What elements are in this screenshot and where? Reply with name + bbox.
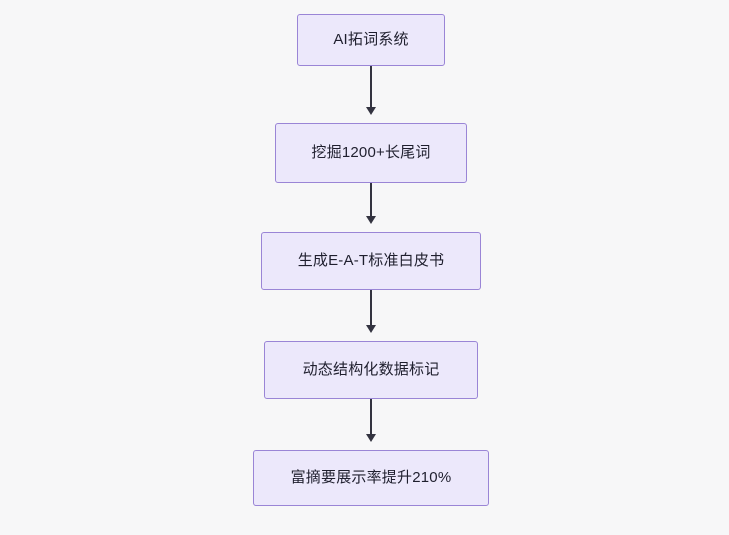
flow-node-label: 挖掘1200+长尾词 xyxy=(311,144,431,161)
flow-node-label: 富摘要展示率提升210% xyxy=(290,469,452,486)
flow-node-label: AI拓词系统 xyxy=(333,31,409,48)
flow-arrowhead-2 xyxy=(366,216,376,224)
flow-node-dynamic-structured-data-markup[interactable]: 动态结构化数据标记 xyxy=(264,341,478,399)
flow-node-label: 动态结构化数据标记 xyxy=(302,361,440,378)
flow-arrowhead-4 xyxy=(366,434,376,442)
flow-arrowhead-3 xyxy=(366,325,376,333)
flow-node-generate-eat-whitepaper[interactable]: 生成E-A-T标准白皮书 xyxy=(261,232,481,290)
flow-edge-2 xyxy=(370,183,372,216)
flow-node-rich-snippet-rate-increase[interactable]: 富摘要展示率提升210% xyxy=(253,450,489,506)
flow-arrowhead-1 xyxy=(366,107,376,115)
flow-edge-4 xyxy=(370,399,372,434)
flow-node-ai-keyword-system[interactable]: AI拓词系统 xyxy=(297,14,445,66)
flow-node-label: 生成E-A-T标准白皮书 xyxy=(297,252,445,269)
flow-edge-3 xyxy=(370,290,372,325)
flow-node-mine-longtail-keywords[interactable]: 挖掘1200+长尾词 xyxy=(275,123,467,183)
flow-edge-1 xyxy=(370,66,372,107)
